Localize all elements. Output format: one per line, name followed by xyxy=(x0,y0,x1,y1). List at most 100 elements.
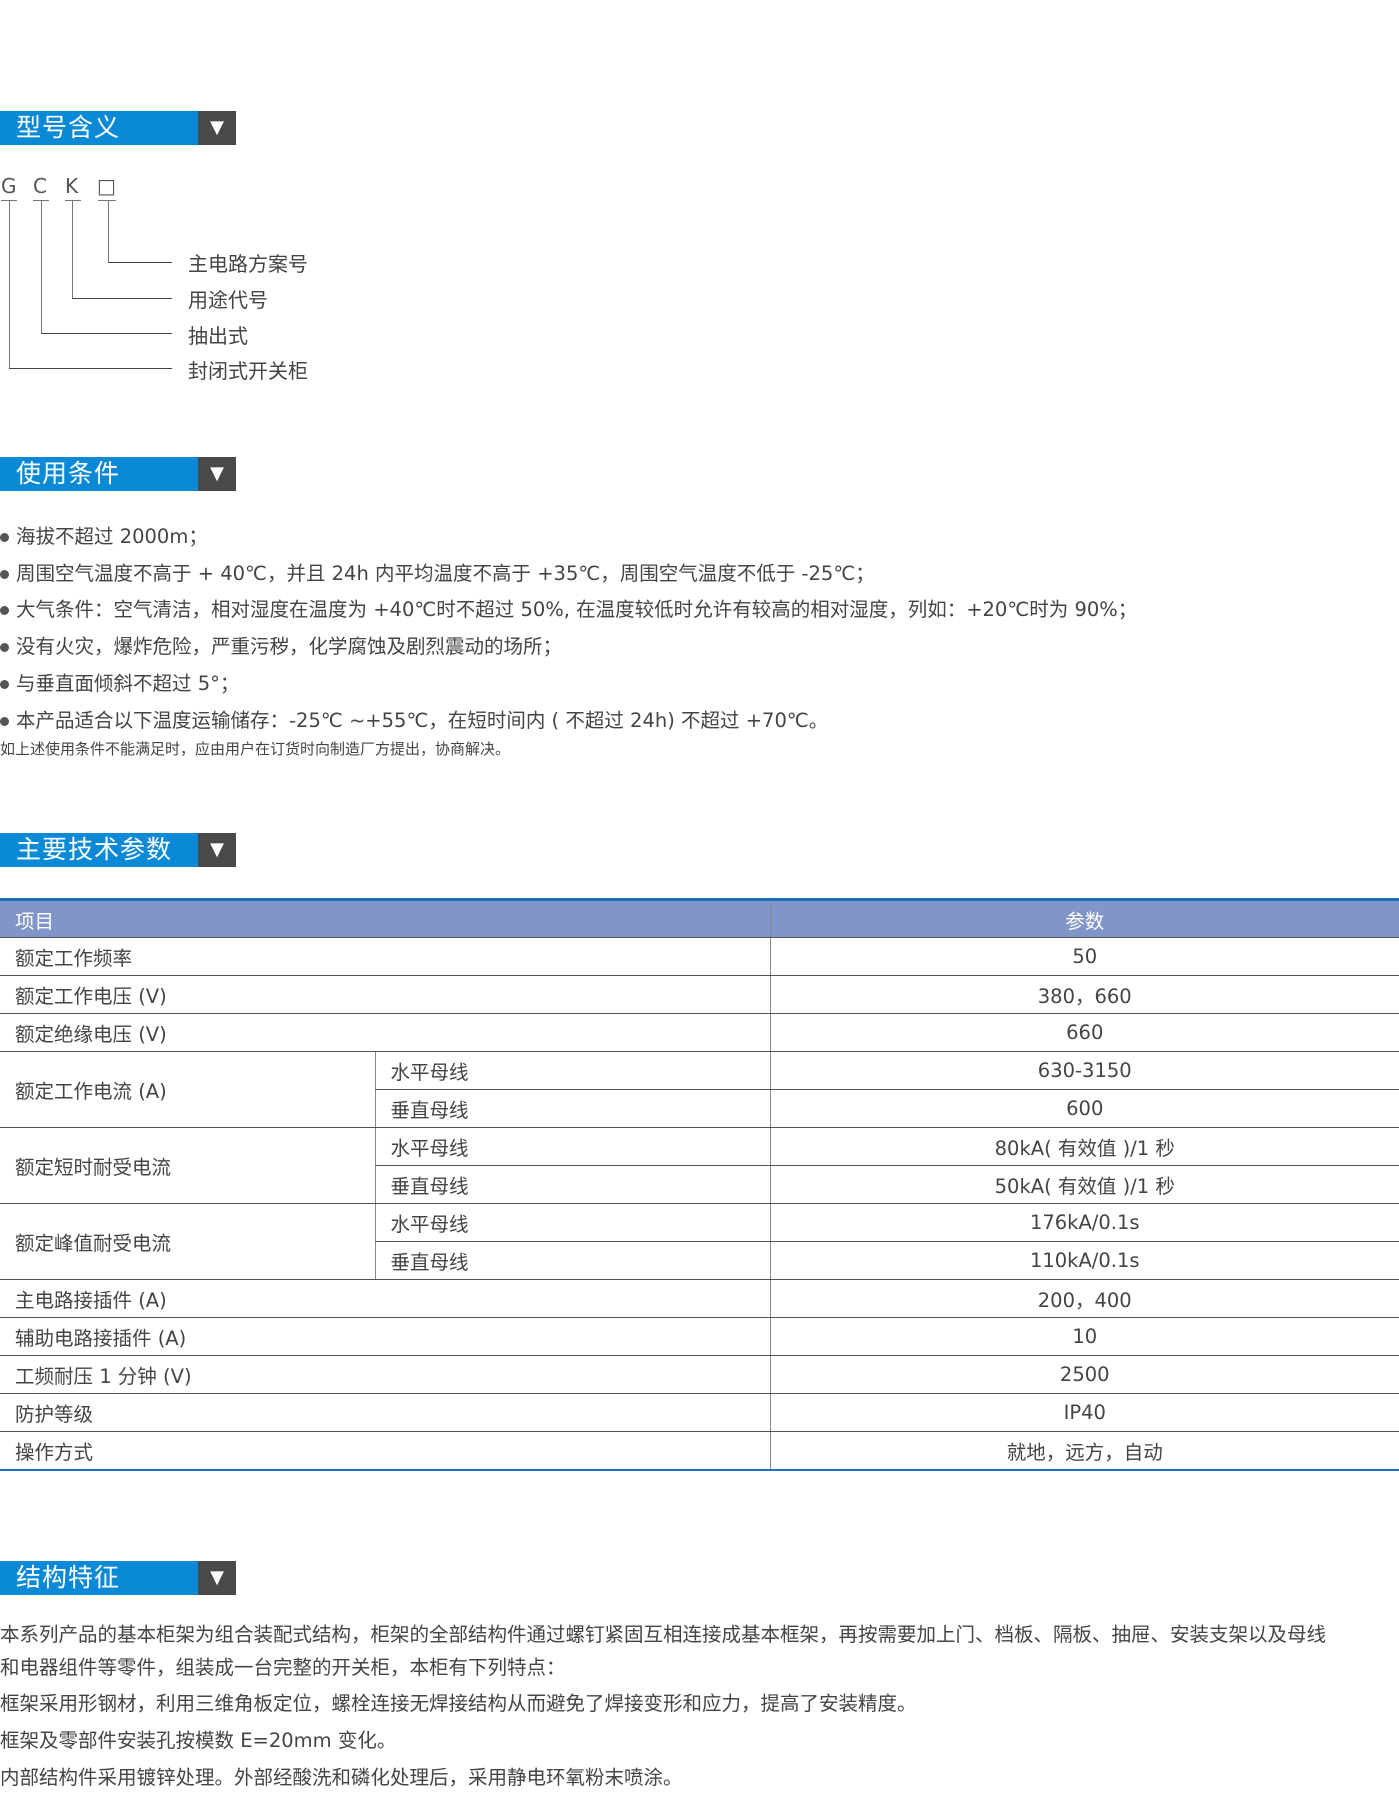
row-value: 110kA/0.1s xyxy=(769,1241,1399,1280)
condition-text: 大气条件：空气清洁，相对湿度在温度为 +40℃时不超过 50%, 在温度较低时允… xyxy=(16,598,1138,621)
row-sublabel: 垂直母线 xyxy=(374,1165,770,1204)
row-label: 辅助电路接插件 (A) xyxy=(0,1317,770,1356)
row-label: 工频耐压 1 分钟 (V) xyxy=(0,1355,770,1394)
table-row: 额定工作电压 (V)380，660 xyxy=(0,975,1399,1014)
section-title: 型号含义 xyxy=(0,111,198,145)
row-value: 就地，远方，自动 xyxy=(769,1431,1399,1470)
code-letter-k: K xyxy=(65,174,79,198)
row-value: 176kA/0.1s xyxy=(769,1203,1399,1242)
condition-item: 大气条件：空气清洁，相对湿度在温度为 +40℃时不超过 50%, 在温度较低时允… xyxy=(0,593,1137,622)
condition-text: 没有火灾，爆炸危险，严重污秽，化学腐蚀及剧烈震动的场所； xyxy=(16,635,563,658)
bullet-icon xyxy=(0,533,9,542)
structure-paragraph: 本系列产品的基本柜架为组合装配式结构，柜架的全部结构件通过螺钉紧固互相连接成基本… xyxy=(0,1623,1327,1646)
row-value: 80kA( 有效值 )/1 秒 xyxy=(769,1127,1399,1166)
row-value: 200，400 xyxy=(769,1279,1399,1318)
code-letter-box: □ xyxy=(97,174,116,198)
dropdown-arrow-icon[interactable]: ▼ xyxy=(198,457,236,491)
connector xyxy=(108,262,172,263)
row-label: 额定工作电流 (A) xyxy=(0,1051,375,1128)
table-row: 操作方式 就地，远方，自动 xyxy=(0,1431,1399,1470)
connector xyxy=(9,200,10,368)
structure-paragraph: 和电器组件等零件，组装成一台完整的开关柜，本柜有下列特点： xyxy=(0,1656,566,1679)
row-label: 额定绝缘电压 (V) xyxy=(0,1013,770,1052)
bullet-icon xyxy=(0,680,9,689)
dropdown-arrow-icon[interactable]: ▼ xyxy=(198,1561,236,1595)
row-value: 630-3150 xyxy=(769,1051,1399,1090)
row-sublabel: 垂直母线 xyxy=(374,1089,770,1128)
row-value: 380，660 xyxy=(769,975,1399,1014)
condition-text: 本产品适合以下温度运输储存：-25℃ ~+55℃，在短时间内 ( 不超过 24h… xyxy=(16,709,829,732)
row-label: 防护等级 xyxy=(0,1393,770,1432)
section-title: 使用条件 xyxy=(0,457,198,491)
row-label: 额定工作频率 xyxy=(0,937,770,976)
dropdown-arrow-icon[interactable]: ▼ xyxy=(198,833,236,867)
table-row: 工频耐压 1 分钟 (V)2500 xyxy=(0,1355,1399,1394)
row-sublabel: 水平母线 xyxy=(374,1127,770,1166)
structure-paragraph: 框架采用形钢材，利用三维角板定位，螺栓连接无焊接结构从而避免了焊接变形和应力，提… xyxy=(0,1692,917,1715)
condition-item: 本产品适合以下温度运输储存：-25℃ ~+55℃，在短时间内 ( 不超过 24h… xyxy=(0,704,828,733)
connector xyxy=(72,298,172,299)
bullet-icon xyxy=(0,717,9,726)
condition-text: 与垂直面倾斜不超过 5°； xyxy=(16,672,240,695)
code-label: 封闭式开关柜 xyxy=(188,359,308,383)
bullet-icon xyxy=(0,643,9,652)
structure-paragraph: 内部结构件采用镀锌处理。外部经酸洗和磷化处理后，采用静电环氧粉末喷涂。 xyxy=(0,1766,683,1789)
row-value: 50 xyxy=(769,937,1399,976)
conditions-note: 如上述使用条件不能满足时，应由用户在订货时向制造厂方提出，协商解决。 xyxy=(0,740,511,758)
structure-paragraph: 框架及零部件安装孔按模数 E=20mm 变化。 xyxy=(0,1729,397,1752)
connector xyxy=(72,200,73,298)
row-sublabel: 水平母线 xyxy=(374,1051,770,1090)
row-label: 操作方式 xyxy=(15,1440,94,1464)
table-row: 辅助电路接插件 (A)10 xyxy=(0,1317,1399,1356)
row-label: 主电路接插件 (A) xyxy=(0,1279,770,1318)
code-label: 用途代号 xyxy=(188,288,268,312)
header-param: 参数 xyxy=(769,899,1399,938)
section-header-model: 型号含义 ▼ xyxy=(0,111,236,145)
section-header-conditions: 使用条件 ▼ xyxy=(0,457,236,491)
connector xyxy=(108,200,109,262)
row-label: 额定短时耐受电流 xyxy=(0,1127,375,1204)
dropdown-arrow-icon[interactable]: ▼ xyxy=(198,111,236,145)
row-value: IP40 xyxy=(769,1393,1399,1432)
bullet-icon xyxy=(0,606,9,615)
header-item: 项目 xyxy=(0,899,770,938)
row-label: 额定峰值耐受电流 xyxy=(0,1203,375,1280)
row-value: 600 xyxy=(769,1089,1399,1128)
row-label: 额定工作电压 (V) xyxy=(0,975,770,1014)
row-value: 10 xyxy=(769,1317,1399,1356)
section-header-params: 主要技术参数 ▼ xyxy=(0,833,236,867)
table-row: 额定绝缘电压 (V)660 xyxy=(0,1013,1399,1052)
row-value: 2500 xyxy=(769,1355,1399,1394)
code-label: 主电路方案号 xyxy=(188,252,308,276)
condition-item: 没有火灾，爆炸危险，严重污秽，化学腐蚀及剧烈震动的场所； xyxy=(0,630,562,659)
table-row: 主电路接插件 (A)200，400 xyxy=(0,1279,1399,1318)
code-letter-g: G xyxy=(1,174,17,198)
section-title: 结构特征 xyxy=(0,1561,198,1595)
row-value: 660 xyxy=(769,1013,1399,1052)
row-sublabel: 水平母线 xyxy=(374,1203,770,1242)
condition-item: 周围空气温度不高于 + 40℃，并且 24h 内平均温度不高于 +35℃，周围空… xyxy=(0,557,875,586)
condition-text: 周围空气温度不高于 + 40℃，并且 24h 内平均温度不高于 +35℃，周围空… xyxy=(16,562,875,585)
connector xyxy=(41,200,42,333)
bullet-icon xyxy=(0,570,9,579)
underline xyxy=(65,200,81,201)
condition-text: 海拔不超过 2000m； xyxy=(16,525,208,548)
connector xyxy=(9,368,172,369)
row-sublabel: 垂直母线 xyxy=(374,1241,770,1280)
row-value: 50kA( 有效值 )/1 秒 xyxy=(769,1165,1399,1204)
code-letter-c: C xyxy=(33,174,47,198)
table-header-row: 项目 参数 xyxy=(0,899,1399,938)
section-title: 主要技术参数 xyxy=(0,833,198,867)
underline xyxy=(98,200,116,201)
condition-item: 与垂直面倾斜不超过 5°； xyxy=(0,667,239,696)
section-header-structure: 结构特征 ▼ xyxy=(0,1561,236,1595)
code-label: 抽出式 xyxy=(188,324,248,348)
